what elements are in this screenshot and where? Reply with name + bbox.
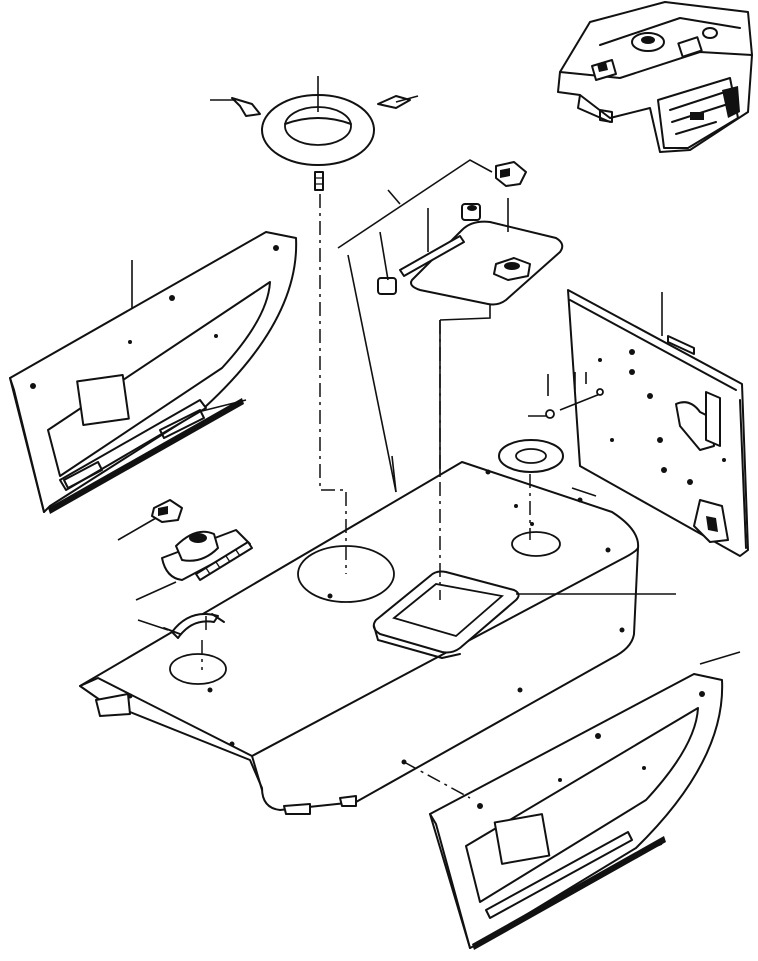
center-lines (201, 194, 531, 799)
leader-lines (197, 399, 663, 853)
left-side-cover (9, 231, 298, 514)
access-cover (337, 159, 564, 580)
hinge-latch (117, 499, 253, 601)
small-ring-plate (498, 439, 564, 473)
rear-panel (528, 289, 749, 557)
right-side-cover (429, 651, 741, 950)
main-floor-plate (79, 461, 640, 815)
console-assembly (557, 1, 753, 153)
top-ring-plate (210, 76, 419, 191)
